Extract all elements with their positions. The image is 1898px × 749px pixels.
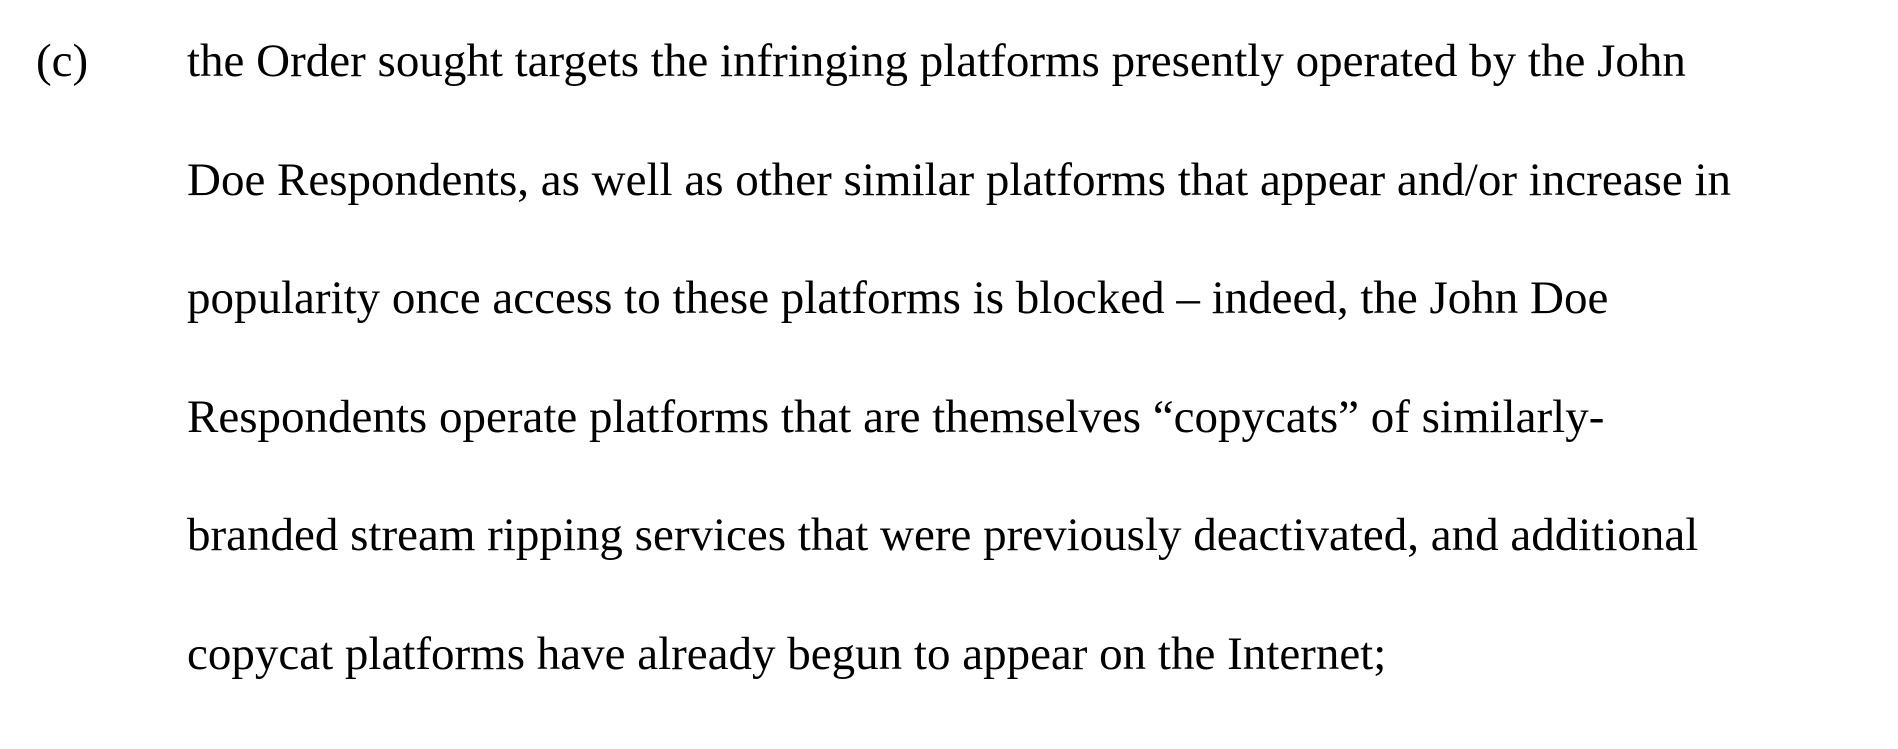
paragraph-line-5: branded stream ripping services that wer… (187, 512, 1887, 631)
paragraph-line-4: Respondents operate platforms that are t… (187, 394, 1887, 513)
paragraph-line-1: the Order sought targets the infringing … (187, 38, 1887, 157)
paragraph-line-6: copycat platforms have already begun to … (187, 631, 1887, 749)
paragraph-line-2: Doe Respondents, as well as other simila… (187, 157, 1887, 276)
paragraph-line-3: popularity once access to these platform… (187, 275, 1887, 394)
list-item-paragraph: the Order sought targets the infringing … (187, 38, 1887, 749)
list-item-marker: (c) (36, 38, 88, 85)
document-page: (c) the Order sought targets the infring… (0, 0, 1898, 731)
